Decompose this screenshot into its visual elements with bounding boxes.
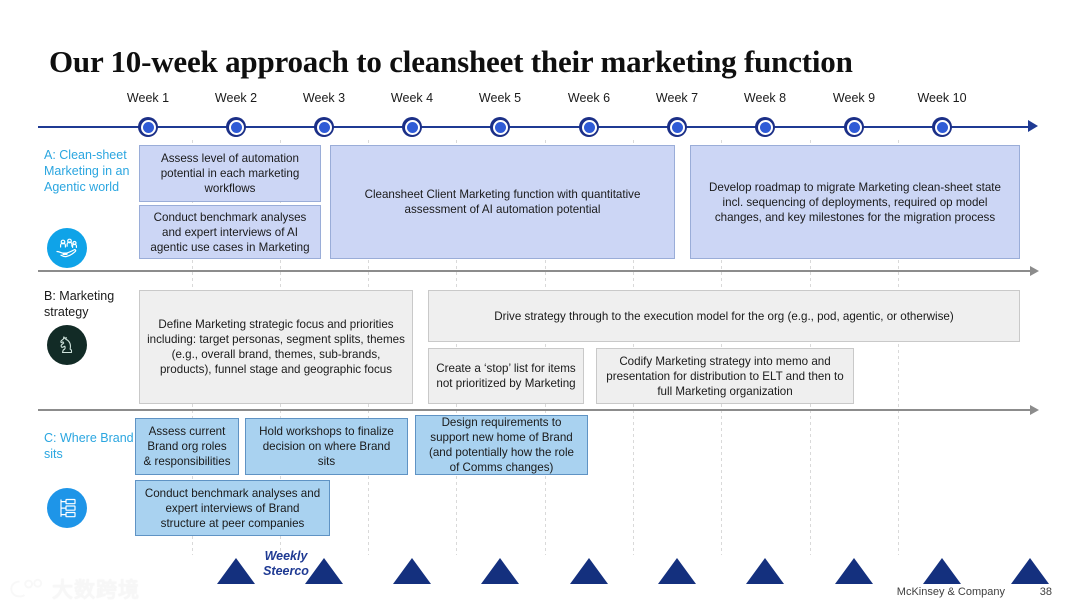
activity-box-a-3[interactable]: Cleansheet Client Marketing function wit… (330, 145, 675, 259)
timeline-dot-week-4 (402, 117, 422, 137)
timeline-dot-week-6 (579, 117, 599, 137)
week-label-10: Week 10 (917, 91, 967, 105)
milestone-triangle-1 (217, 558, 255, 584)
milestone-triangle-10 (1011, 558, 1049, 584)
page-title: Our 10-week approach to cleansheet their… (49, 44, 853, 79)
watermark-text: 大数跨境 (52, 579, 140, 602)
timeline-dot-week-1 (138, 117, 158, 137)
week-label-4: Week 4 (390, 91, 434, 105)
steerco-note-line2: Steerco (263, 564, 309, 578)
watermark: 大数跨境 (8, 574, 140, 604)
activity-box-c-1[interactable]: Assess current Brand org roles & respons… (135, 418, 239, 475)
week-label-6: Week 6 (567, 91, 611, 105)
chess-knight-icon (47, 325, 87, 365)
week-label-3: Week 3 (302, 91, 346, 105)
week-label-2: Week 2 (214, 91, 258, 105)
timeline-dot-week-7 (667, 117, 687, 137)
milestone-triangle-3 (393, 558, 431, 584)
activity-box-a-2[interactable]: Conduct benchmark analyses and expert in… (139, 205, 321, 259)
activity-box-b-1[interactable]: Define Marketing strategic focus and pri… (139, 290, 413, 404)
activity-box-c-3[interactable]: Design requirements to support new home … (415, 415, 588, 475)
timeline-dot-week-8 (755, 117, 775, 137)
milestone-triangle-9 (923, 558, 961, 584)
activity-box-b-2[interactable]: Drive strategy through to the execution … (428, 290, 1020, 342)
footer-page-number: 38 (1039, 586, 1052, 598)
swimlane-separator-1 (38, 270, 1030, 272)
activity-box-b-4[interactable]: Codify Marketing strategy into memo and … (596, 348, 854, 404)
milestone-triangle-4 (481, 558, 519, 584)
gridline-5 (545, 140, 546, 555)
timeline-axis-arrow-icon (1028, 120, 1038, 132)
footer-brand: McKinsey & Company (896, 586, 1005, 598)
activity-box-c-4[interactable]: Conduct benchmark analyses and expert in… (135, 480, 330, 536)
timeline-dot-week-5 (490, 117, 510, 137)
gridline-9 (898, 140, 899, 555)
gridline-8 (810, 140, 811, 555)
timeline-dot-week-9 (844, 117, 864, 137)
swimlane-separator-arrow-icon-2 (1030, 405, 1039, 415)
activity-box-a-4[interactable]: Develop roadmap to migrate Marketing cle… (690, 145, 1020, 259)
milestone-triangle-8 (835, 558, 873, 584)
lane-label-a: A: Clean-sheet Marketing in an Agentic w… (44, 148, 130, 194)
watermark-logo-icon (10, 578, 43, 598)
week-label-1: Week 1 (126, 91, 170, 105)
timeline-dot-week-3 (314, 117, 334, 137)
steerco-note: Weekly Steerco (246, 549, 326, 579)
timeline-dot-week-2 (226, 117, 246, 137)
people-in-hand-icon (47, 228, 87, 268)
gridline-6 (633, 140, 634, 555)
milestone-triangle-5 (570, 558, 608, 584)
steerco-note-line1: Weekly (264, 549, 308, 563)
activity-box-b-3[interactable]: Create a ‘stop’ list for items not prior… (428, 348, 584, 404)
lane-label-b: B: Marketing strategy (44, 289, 115, 319)
activity-box-c-2[interactable]: Hold workshops to finalize decision on w… (245, 418, 408, 475)
timeline-dot-week-10 (932, 117, 952, 137)
lane-label-c: C: Where Brand sits (44, 431, 134, 461)
swimlane-separator-2 (38, 409, 1030, 411)
org-chart-icon (47, 488, 87, 528)
gridline-7 (721, 140, 722, 555)
swimlane-separator-arrow-icon-1 (1030, 266, 1039, 276)
activity-box-a-1[interactable]: Assess level of automation potential in … (139, 145, 321, 202)
week-label-5: Week 5 (478, 91, 522, 105)
milestone-triangle-6 (658, 558, 696, 584)
week-label-9: Week 9 (832, 91, 876, 105)
week-label-8: Week 8 (743, 91, 787, 105)
gridline-4 (456, 140, 457, 555)
milestone-triangle-7 (746, 558, 784, 584)
milestone-triangle-2 (305, 558, 343, 584)
week-label-7: Week 7 (655, 91, 699, 105)
timeline-axis-line (38, 126, 1030, 128)
